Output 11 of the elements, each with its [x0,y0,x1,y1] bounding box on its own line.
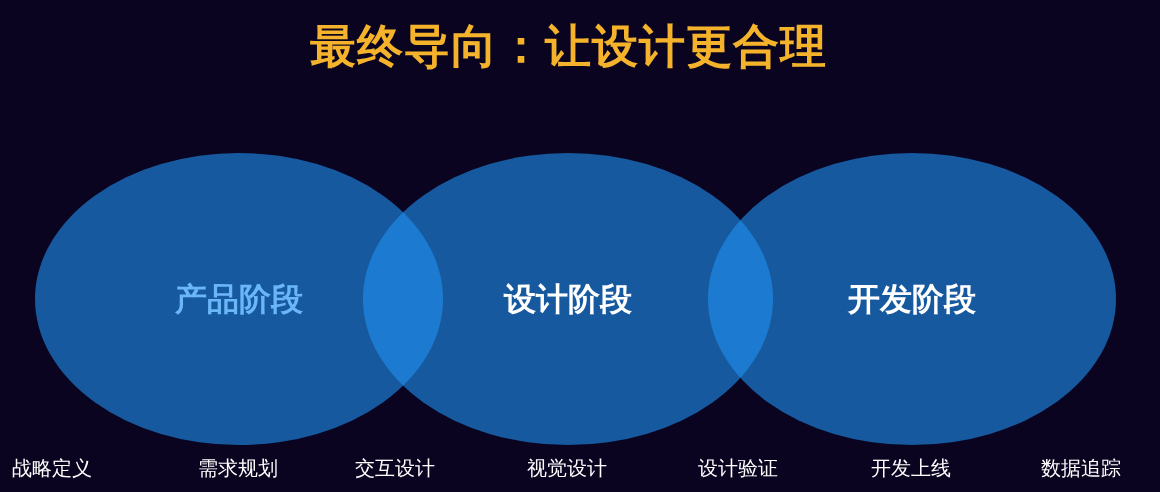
process-step-label: 视觉设计 [527,455,607,481]
process-step-label: 开发上线 [871,455,951,481]
process-step-label: 需求规划 [198,455,278,481]
process-step-label: 交互设计 [355,455,435,481]
process-step-label: 数据追踪 [1041,455,1121,481]
stage-label: 设计阶段 [504,279,632,319]
process-step-label: 战略定义 [12,455,92,481]
title: 最终导向：让设计更合理 [309,18,827,75]
stage-label: 开发阶段 [848,279,976,319]
stage-label: 产品阶段 [175,279,303,319]
process-step-label: 设计验证 [698,455,778,481]
